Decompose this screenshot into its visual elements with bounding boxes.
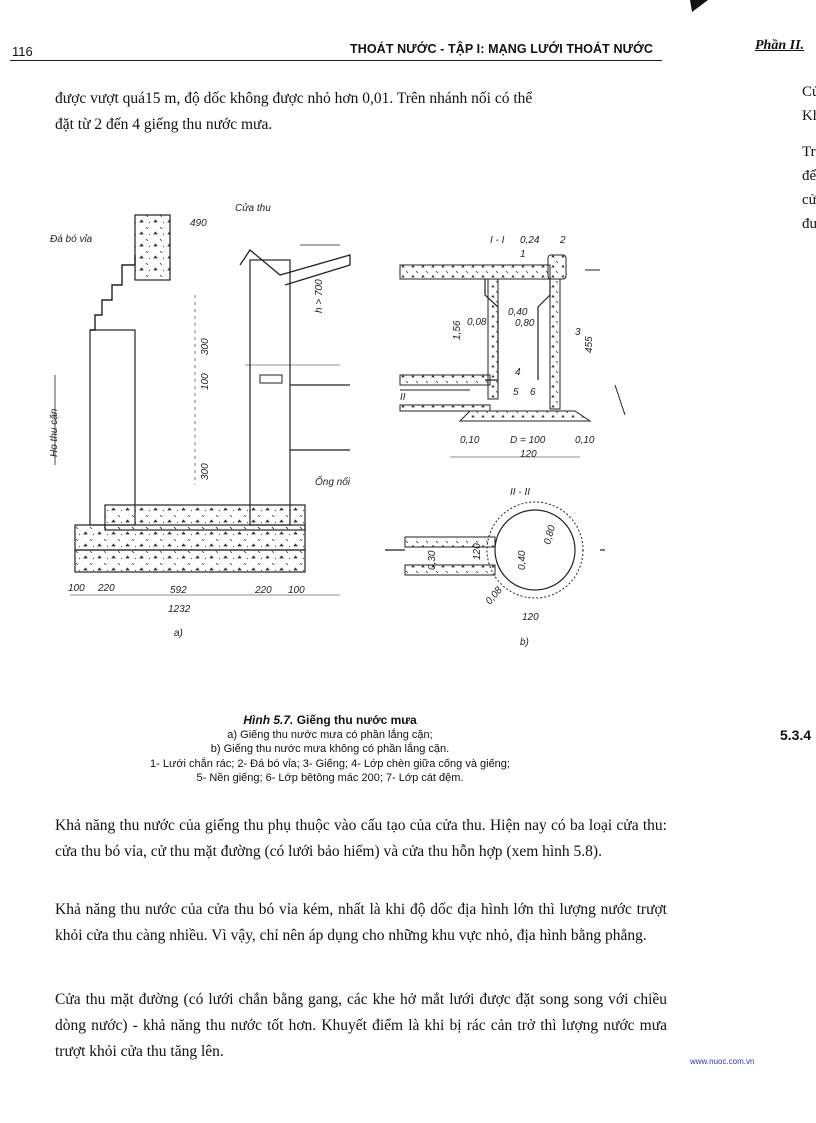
dim-300b: 300 [200, 463, 211, 480]
caption-legend-1: 1- Lưới chắn rác; 2- Đá bó vỉa; 3- Giếng… [150, 757, 510, 770]
label-pipe: Ống nối [315, 475, 351, 488]
intro-line-2: đặt từ 2 đến 4 giếng thu nước mưa. [55, 116, 273, 133]
caption-title-text: Giếng thu nước mưa [296, 713, 417, 727]
dim-300a: 300 [200, 338, 211, 355]
dim-490: 490 [190, 218, 207, 229]
figure-a-drawing: Đá bó vỉa Cửa thu 490 h > 700 Ho thu cặn… [49, 202, 351, 639]
dim-008b: 0,08 [484, 585, 505, 607]
dim-008: 0,08 [467, 317, 487, 328]
dim-024: 0,24 [520, 235, 540, 246]
paragraph-2: Khả năng thu nước của cửa thu bó vỉa kém… [55, 901, 667, 944]
dim-030: 0,30 [427, 550, 438, 570]
caption-line-a: a) Giếng thu nước mưa có phần lắng cặn; [227, 728, 433, 741]
figure-a-part-label: a) [174, 628, 183, 639]
dim-bottom-2: 220 [97, 583, 115, 594]
footer-url[interactable]: www.nuoc.com.vn [690, 1057, 755, 1066]
dim-bottom-3: 592 [170, 585, 187, 596]
dim-5: 5 [513, 387, 519, 398]
dim-1: 1 [520, 249, 526, 260]
dim-156: 1,56 [452, 320, 463, 340]
dim-040b: 0,40 [517, 550, 528, 570]
caption-title-prefix: Hình 5.7. [243, 713, 294, 727]
dim-455: 455 [584, 336, 595, 353]
intro-text: được vượt quá15 m, độ dốc không được nhỏ… [55, 86, 667, 138]
label-vertical: Ho thu cặn [49, 408, 60, 457]
page-number: 116 [12, 44, 33, 59]
dim-120v: 120 [472, 543, 483, 560]
intro-line-1: được vượt quá15 m, độ dốc không được nhỏ… [55, 90, 533, 107]
figure-caption: Hình 5.7. Giếng thu nước mưa a) Giếng th… [110, 713, 550, 786]
dim-h: h > 700 [314, 279, 325, 313]
dim-080: 0,80 [515, 318, 535, 329]
side-line-2: Kh [802, 108, 816, 124]
caption-title: Hình 5.7. Giếng thu nước mưa [110, 713, 550, 728]
dim-6: 6 [530, 387, 536, 398]
header-rule [10, 60, 662, 61]
dim-bottom-5: 100 [288, 585, 305, 596]
paragraph-1: Khả năng thu nước của giếng thu phụ thuộ… [55, 817, 667, 860]
running-title: THOÁT NƯỚC - TẬP I: MẠNG LƯỚI THOÁT NƯỚC [350, 42, 653, 56]
dim-bottom-4: 220 [254, 585, 272, 596]
section-number: 5.3.4 [780, 727, 812, 743]
dim-040: 0,40 [508, 307, 528, 318]
dim-100: 100 [200, 373, 211, 390]
dim-010a: 0,10 [460, 435, 480, 446]
section-2-label: II - II [510, 487, 530, 498]
dim-3: 3 [575, 327, 581, 338]
dim-D100: D = 100 [510, 435, 546, 446]
paragraph-3: Cửa thu mặt đường (có lưới chắn bằng gan… [55, 991, 667, 1060]
dim-080b: 0,80 [542, 524, 558, 546]
caption-legend-2: 5- Nền giếng; 6- Lớp bêtông mác 200; 7- … [196, 772, 464, 784]
dim-010b: 0,10 [575, 435, 595, 446]
side-line-1: Cử [802, 84, 816, 100]
side-line-6: đư [802, 216, 816, 232]
corner-mark-icon [690, 0, 708, 12]
dim-II: II [400, 392, 406, 403]
side-line-4: để [802, 168, 816, 184]
dim-4: 4 [515, 367, 521, 378]
caption-line-b: b) Giếng thu nước mưa không có phần lắng… [210, 743, 450, 755]
dim-bottom-1: 100 [68, 583, 85, 594]
section-1-label: I - I [490, 235, 505, 246]
dim-120b: 120 [522, 612, 539, 623]
side-page-title: Phần II. [755, 38, 805, 53]
dim-total: 1232 [168, 604, 191, 615]
label-curb: Đá bó vỉa [50, 233, 93, 245]
figure-b-drawing: I - I 0,24 2 1 1,56 0,08 0,40 0,80 3 455… [385, 235, 626, 648]
dim-120: 120 [520, 449, 537, 460]
dim-2: 2 [559, 235, 566, 246]
side-line-3: Tr [802, 144, 816, 160]
figure-b-part-label: b) [520, 637, 529, 648]
label-inlet: Cửa thu [235, 202, 271, 214]
side-line-5: cử [802, 192, 816, 208]
